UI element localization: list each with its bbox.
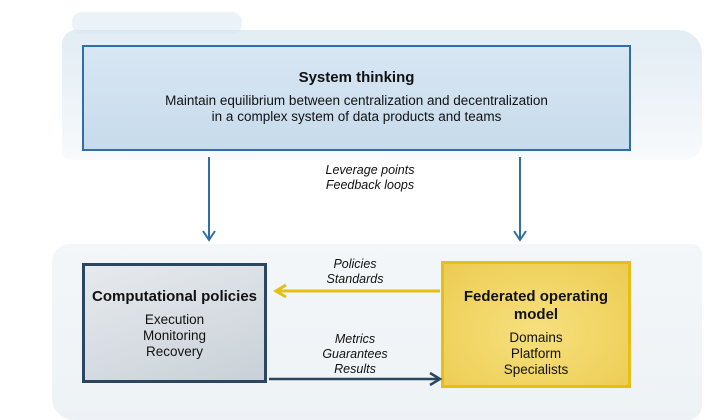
- federated-item-specialists: Specialists: [503, 362, 569, 377]
- computational-policies-item-recovery: Recovery: [145, 344, 204, 359]
- computational-policies-item-monitoring: Monitoring: [142, 328, 207, 343]
- computational-policies-title: Computational policies: [91, 288, 257, 305]
- metrics-label: Metrics: [334, 332, 376, 346]
- system-thinking-box: System thinking Maintain equilibrium bet…: [82, 45, 631, 151]
- system-thinking-title: System thinking: [298, 69, 415, 86]
- system-thinking-description-line-2: in a complex system of data products and…: [211, 109, 502, 124]
- leverage-labels: Leverage points Feedback loops: [300, 163, 440, 193]
- down-arrow-left: [202, 157, 216, 242]
- policies-label: Policies: [333, 257, 377, 271]
- down-arrow-right: [513, 157, 527, 242]
- guarantees-label: Guarantees: [322, 347, 388, 361]
- federated-operating-model-title: Federated operating model: [463, 288, 609, 323]
- computational-policies-item-execution: Execution: [144, 312, 205, 327]
- metrics-arrow-right: [269, 371, 443, 387]
- policies-arrow-left: [273, 283, 440, 299]
- policies-standards-labels: Policies Standards: [305, 257, 405, 287]
- federated-item-domains: Domains: [509, 330, 563, 345]
- feedback-loops-label: Feedback loops: [325, 178, 415, 192]
- federated-operating-model-box: Federated operating model Domains Platfo…: [441, 261, 631, 388]
- results-label: Results: [334, 362, 376, 376]
- metrics-labels: Metrics Guarantees Results: [305, 332, 405, 377]
- system-thinking-description-line-1: Maintain equilibrium between centralizat…: [165, 93, 548, 108]
- federated-item-platform: Platform: [510, 346, 562, 361]
- watercolor-wash-top-small: [72, 12, 242, 34]
- standards-label: Standards: [326, 272, 384, 286]
- leverage-points-label: Leverage points: [325, 163, 415, 177]
- computational-policies-box: Computational policies Execution Monitor…: [82, 263, 267, 383]
